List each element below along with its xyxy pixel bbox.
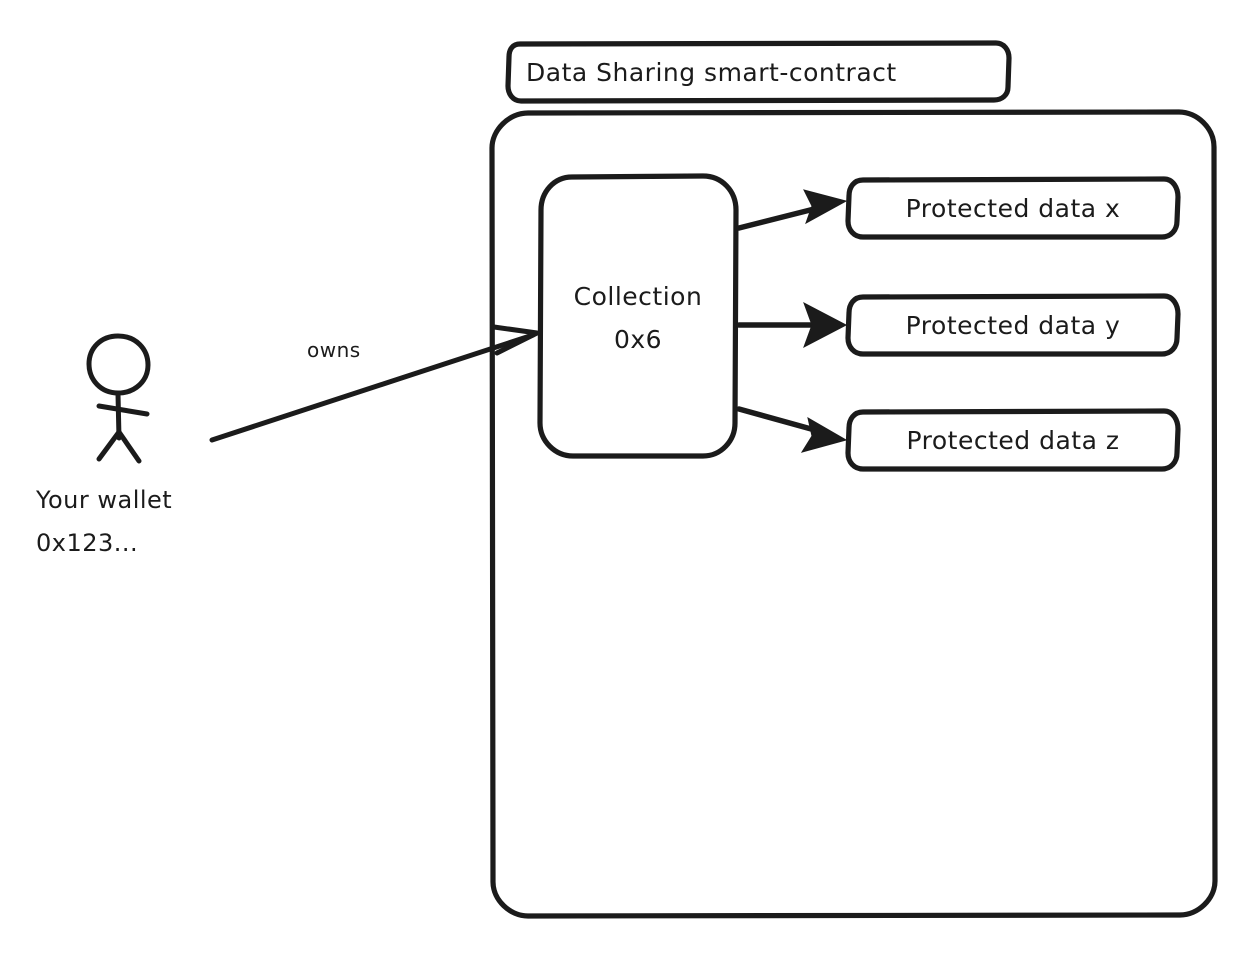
actor-stick-figure[interactable]: Your wallet 0x123... bbox=[35, 333, 172, 557]
node-protected-data-y[interactable]: Protected data y bbox=[845, 293, 1181, 357]
container-title: Data Sharing smart-contract bbox=[526, 58, 897, 87]
edge-y-arrowhead-icon bbox=[803, 301, 848, 349]
edge-collection-to-y[interactable] bbox=[736, 301, 848, 349]
title-chip-outline bbox=[505, 40, 1012, 104]
edge-x-arrowhead-icon bbox=[803, 189, 848, 225]
actor-label-line1: Your wallet bbox=[35, 486, 172, 514]
protected-data-x-outline bbox=[845, 176, 1181, 240]
actor-label-line2: 0x123... bbox=[36, 529, 138, 557]
edge-collection-to-z[interactable] bbox=[736, 406, 848, 453]
owns-edge-label: owns bbox=[307, 338, 361, 362]
edge-collection-to-x[interactable] bbox=[736, 189, 848, 231]
edge-z-arrowhead-icon bbox=[800, 416, 848, 453]
protected-data-x-label: Protected data x bbox=[906, 194, 1121, 223]
node-protected-data-x[interactable]: Protected data x bbox=[845, 176, 1181, 240]
collection-label-line1: Collection bbox=[574, 282, 703, 311]
node-collection[interactable]: Collection 0x6 bbox=[537, 173, 739, 459]
node-protected-data-z[interactable]: Protected data z bbox=[845, 408, 1181, 472]
protected-data-z-outline bbox=[845, 408, 1181, 472]
actor-legs-icon bbox=[96, 429, 142, 464]
protected-data-z-label: Protected data z bbox=[907, 426, 1120, 455]
protected-data-y-label: Protected data y bbox=[906, 311, 1121, 340]
collection-label-line2: 0x6 bbox=[614, 325, 662, 354]
edge-z-line bbox=[736, 406, 825, 435]
edge-owns[interactable]: owns bbox=[209, 324, 540, 443]
container-title-chip[interactable]: Data Sharing smart-contract bbox=[505, 40, 1012, 104]
actor-head-icon bbox=[86, 333, 151, 396]
owns-arrowhead-icon bbox=[491, 324, 540, 356]
collection-box-outline bbox=[537, 173, 739, 459]
protected-data-y-outline bbox=[845, 293, 1181, 357]
owns-edge-line bbox=[209, 332, 536, 443]
actor-arms-icon bbox=[96, 403, 150, 417]
